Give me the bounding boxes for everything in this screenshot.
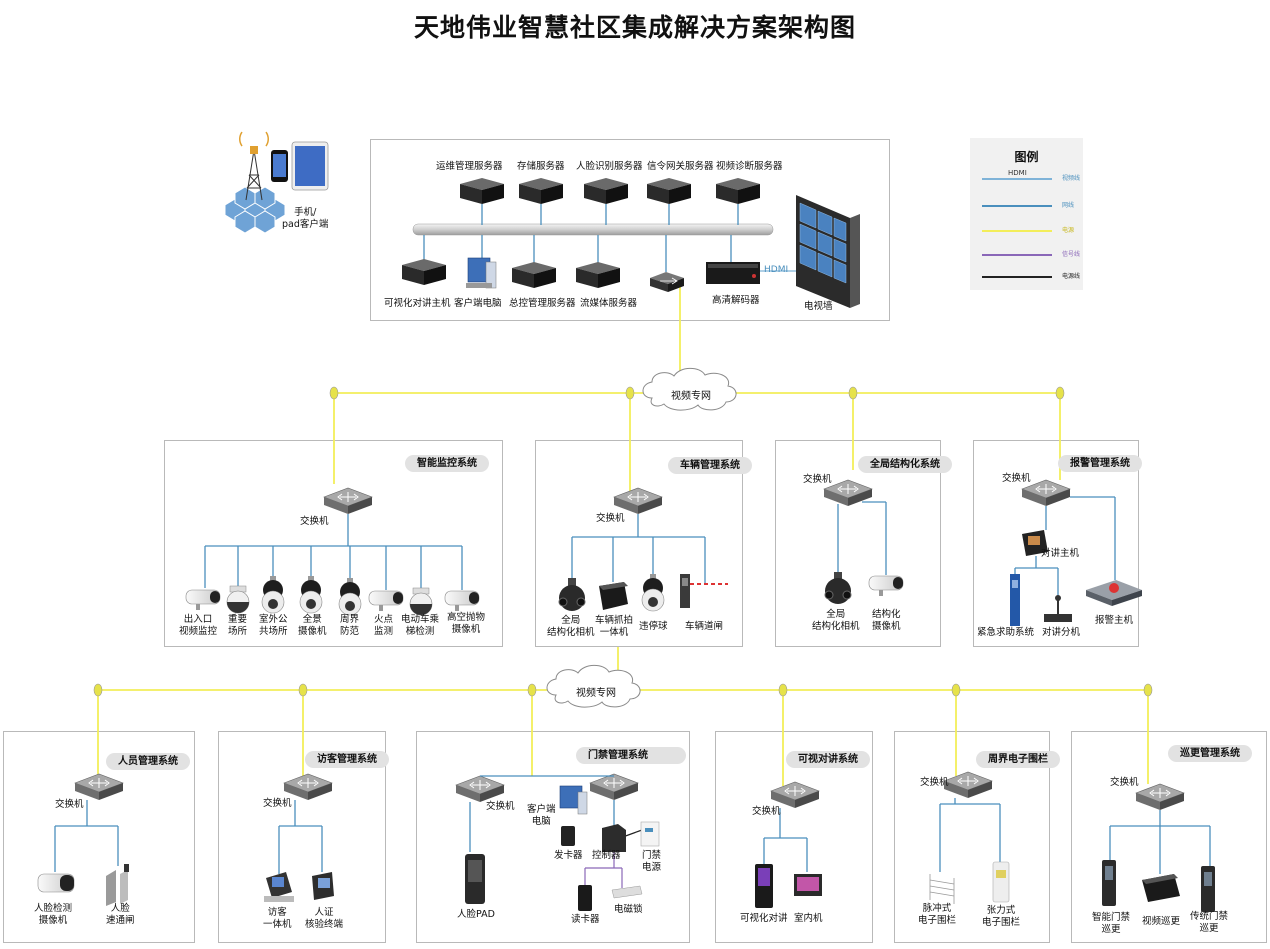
perimeter-title: 周界电子围栏 — [976, 751, 1060, 768]
video-net-label-1: 视频专网 — [671, 391, 711, 402]
alarm-device-1: 紧急求助系统 — [977, 627, 1035, 638]
acc-device-2: 控制器 — [592, 850, 621, 861]
video-net-label-2: 视频专网 — [576, 688, 616, 699]
tv-wall-label: 电视墙 — [804, 301, 833, 312]
legend-text-network: 网线 — [1062, 202, 1075, 209]
acc-device-3: 门禁 电源 — [642, 850, 662, 873]
legend-text-video: 视频线 — [1062, 175, 1081, 182]
legend-title: 图例 — [1014, 150, 1039, 164]
personnel-title: 人员管理系统 — [106, 753, 190, 770]
global-struct-title: 全局结构化系统 — [858, 456, 952, 473]
decoder-label: 高清解码器 — [712, 295, 760, 306]
vehicle-title: 车辆管理系统 — [668, 457, 752, 474]
master-server-label: 总控管理服务器 — [509, 298, 576, 309]
acc-device-1: 发卡器 — [554, 850, 583, 861]
patrol-title: 巡更管理系统 — [1168, 745, 1252, 762]
vis-device-1: 人证 核验终端 — [305, 907, 344, 930]
veh-device-2: 违停球 — [639, 621, 668, 632]
mobile-client-label: 手机/ pad客户端 — [282, 207, 329, 230]
per-device-0: 人脸检测 摄像机 — [34, 903, 73, 926]
alarm-device-3: 报警主机 — [1095, 615, 1134, 626]
acc-device-6: 电磁锁 — [614, 904, 643, 915]
per-device-1: 人脸 速通闸 — [106, 903, 135, 926]
acc-device-5: 读卡器 — [571, 914, 600, 925]
legend-text-powerline: 电源线 — [1062, 273, 1081, 280]
vehicle-box — [535, 440, 743, 647]
pa-device-0: 智能门禁 巡更 — [1092, 912, 1131, 935]
stream-server-label: 流媒体服务器 — [580, 298, 638, 309]
alarm-box — [973, 440, 1139, 647]
sm-device-4: 周界 防范 — [340, 614, 360, 637]
access-title: 门禁管理系统 — [576, 747, 686, 764]
pe-device-0: 脉冲式 电子围栏 — [918, 903, 957, 926]
sm-device-6: 电动车乘 梯检测 — [401, 614, 440, 637]
acc-device-4: 人脸PAD — [457, 909, 495, 920]
page-title: 天地伟业智慧社区集成解决方案架构图 — [413, 13, 856, 42]
gs-device-1: 结构化 摄像机 — [872, 609, 901, 632]
patrol-switch-label: 交换机 — [1110, 777, 1139, 788]
alarm-switch-label: 交换机 — [1002, 473, 1031, 484]
veh-device-1: 车辆抓拍 一体机 — [595, 615, 634, 638]
legend-text-power: 电源 — [1062, 227, 1075, 234]
vi-device-0: 可视化对讲 — [740, 913, 788, 924]
legend-text-signal: 信号线 — [1062, 251, 1081, 258]
video-intercom-switch-label: 交换机 — [752, 806, 781, 817]
pa-device-2: 传统门禁 巡更 — [1190, 911, 1229, 934]
veh-device-0: 全局 结构化相机 — [547, 615, 595, 638]
legend-row-powerline: 电源线 — [982, 270, 1081, 284]
visitor-title: 访客管理系统 — [305, 751, 389, 768]
global-struct-switch-label: 交换机 — [803, 474, 832, 485]
server-face-label: 人脸识别服务器 — [576, 161, 643, 172]
sm-device-7: 高空抛物 摄像机 — [447, 612, 486, 635]
personnel-switch-label: 交换机 — [55, 799, 84, 810]
video-net-cloud-1 — [642, 367, 737, 411]
legend-row-network: 网线 — [982, 199, 1077, 213]
smart-monitor-title: 智能监控系统 — [405, 455, 489, 472]
perimeter-switch-label: 交换机 — [920, 777, 949, 788]
mobile-client-graphic — [224, 131, 329, 234]
pe-device-1: 张力式 电子围栏 — [982, 905, 1021, 928]
vi-device-1: 室内机 — [794, 913, 823, 924]
server-diagnose-label: 视频诊断服务器 — [716, 161, 783, 172]
smart-monitor-switch-label: 交换机 — [300, 516, 329, 527]
client-pc-label: 客户端电脑 — [454, 298, 502, 309]
sm-device-3: 全景 摄像机 — [298, 614, 327, 637]
vis-device-0: 访客 一体机 — [263, 907, 292, 930]
legend-row-video: HDMI 视频线 — [982, 169, 1081, 186]
server-storage-label: 存储服务器 — [517, 161, 565, 172]
legend-row-signal: 信号线 — [982, 248, 1081, 262]
sm-device-2: 室外公 共场所 — [259, 614, 288, 637]
acc-device-0: 客户端 电脑 — [527, 804, 556, 827]
alarm-title: 报警管理系统 — [1058, 455, 1142, 472]
server-gateway-label: 信令网关服务器 — [647, 161, 714, 172]
veh-device-3: 车辆道闸 — [685, 621, 724, 632]
video-net-cloud-2 — [546, 664, 641, 708]
legend-hdmi-text: HDMI — [1006, 169, 1029, 177]
legend-row-power: 电源 — [982, 224, 1077, 238]
global-struct-box — [775, 440, 941, 647]
visitor-switch-label: 交换机 — [263, 798, 292, 809]
hdmi-label: HDMI — [764, 265, 789, 275]
intercom-host-label: 可视化对讲主机 — [384, 298, 451, 309]
video-intercom-title: 可视对讲系统 — [786, 751, 870, 768]
access-switch-label: 交换机 — [486, 801, 515, 812]
sm-device-5: 火点 监测 — [374, 614, 394, 637]
alarm-device-0: 对讲主机 — [1041, 548, 1080, 559]
sm-device-1: 重要 场所 — [228, 614, 248, 637]
gs-device-0: 全局 结构化相机 — [812, 609, 860, 632]
server-ops-label: 运维管理服务器 — [436, 161, 503, 172]
alarm-device-2: 对讲分机 — [1042, 627, 1081, 638]
legend-panel: 图例 HDMI 视频线 网线 电源 信号线 电源线 — [970, 138, 1083, 290]
pa-device-1: 视频巡更 — [1142, 916, 1181, 927]
vehicle-switch-label: 交换机 — [596, 513, 625, 524]
sm-device-0: 出入口 视频监控 — [179, 614, 218, 637]
patrol-box — [1071, 731, 1267, 943]
